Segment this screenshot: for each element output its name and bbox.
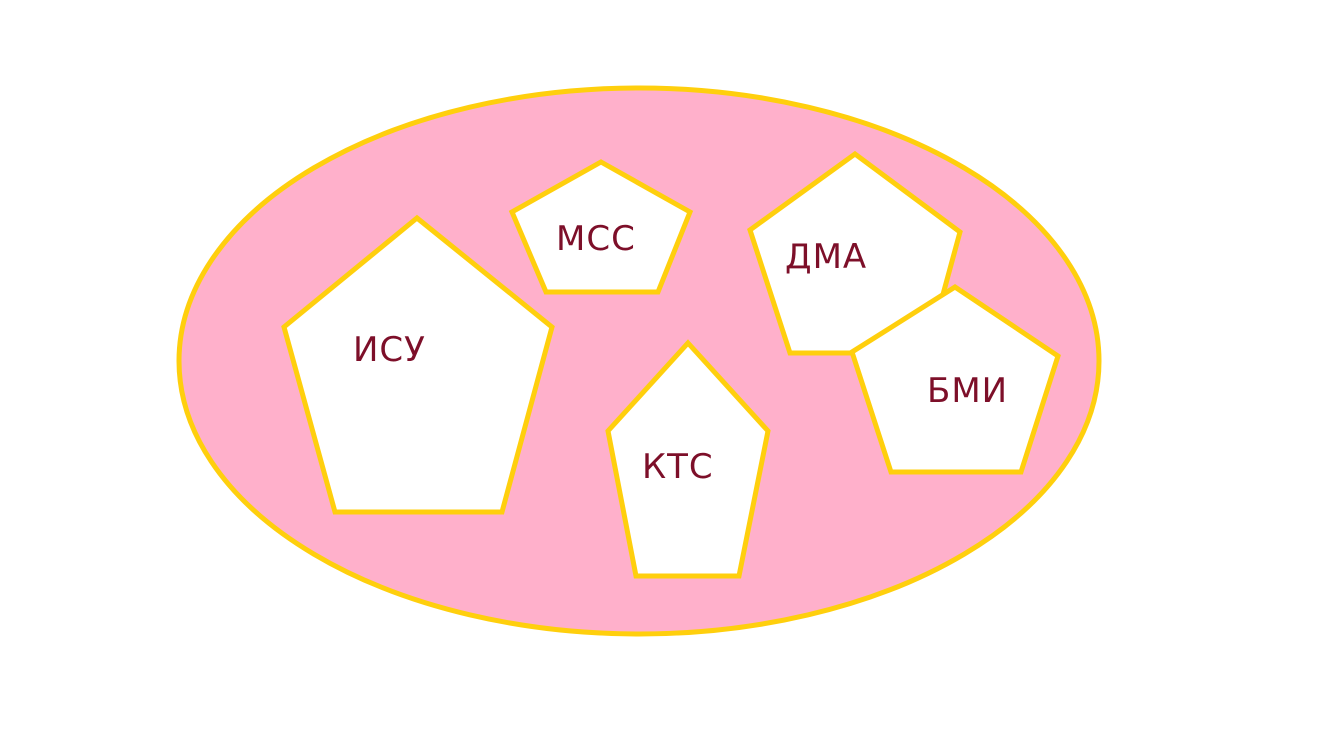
node-dma-label: ДМА — [785, 237, 867, 277]
node-bmi-pentagon — [849, 284, 1061, 475]
node-isu-pentagon — [281, 214, 555, 515]
node-bmi: БМИ — [849, 284, 1061, 475]
node-kts-pentagon — [605, 339, 771, 579]
node-mss-pentagon — [508, 159, 694, 295]
node-mss: МСС — [508, 159, 694, 295]
node-mss-label: МСС — [556, 219, 636, 259]
node-kts: КТС — [605, 339, 771, 579]
node-bmi-label: БМИ — [927, 371, 1008, 411]
node-kts-label: КТС — [642, 447, 714, 487]
node-isu-label: ИСУ — [353, 330, 426, 370]
node-isu: ИСУ — [281, 214, 555, 515]
